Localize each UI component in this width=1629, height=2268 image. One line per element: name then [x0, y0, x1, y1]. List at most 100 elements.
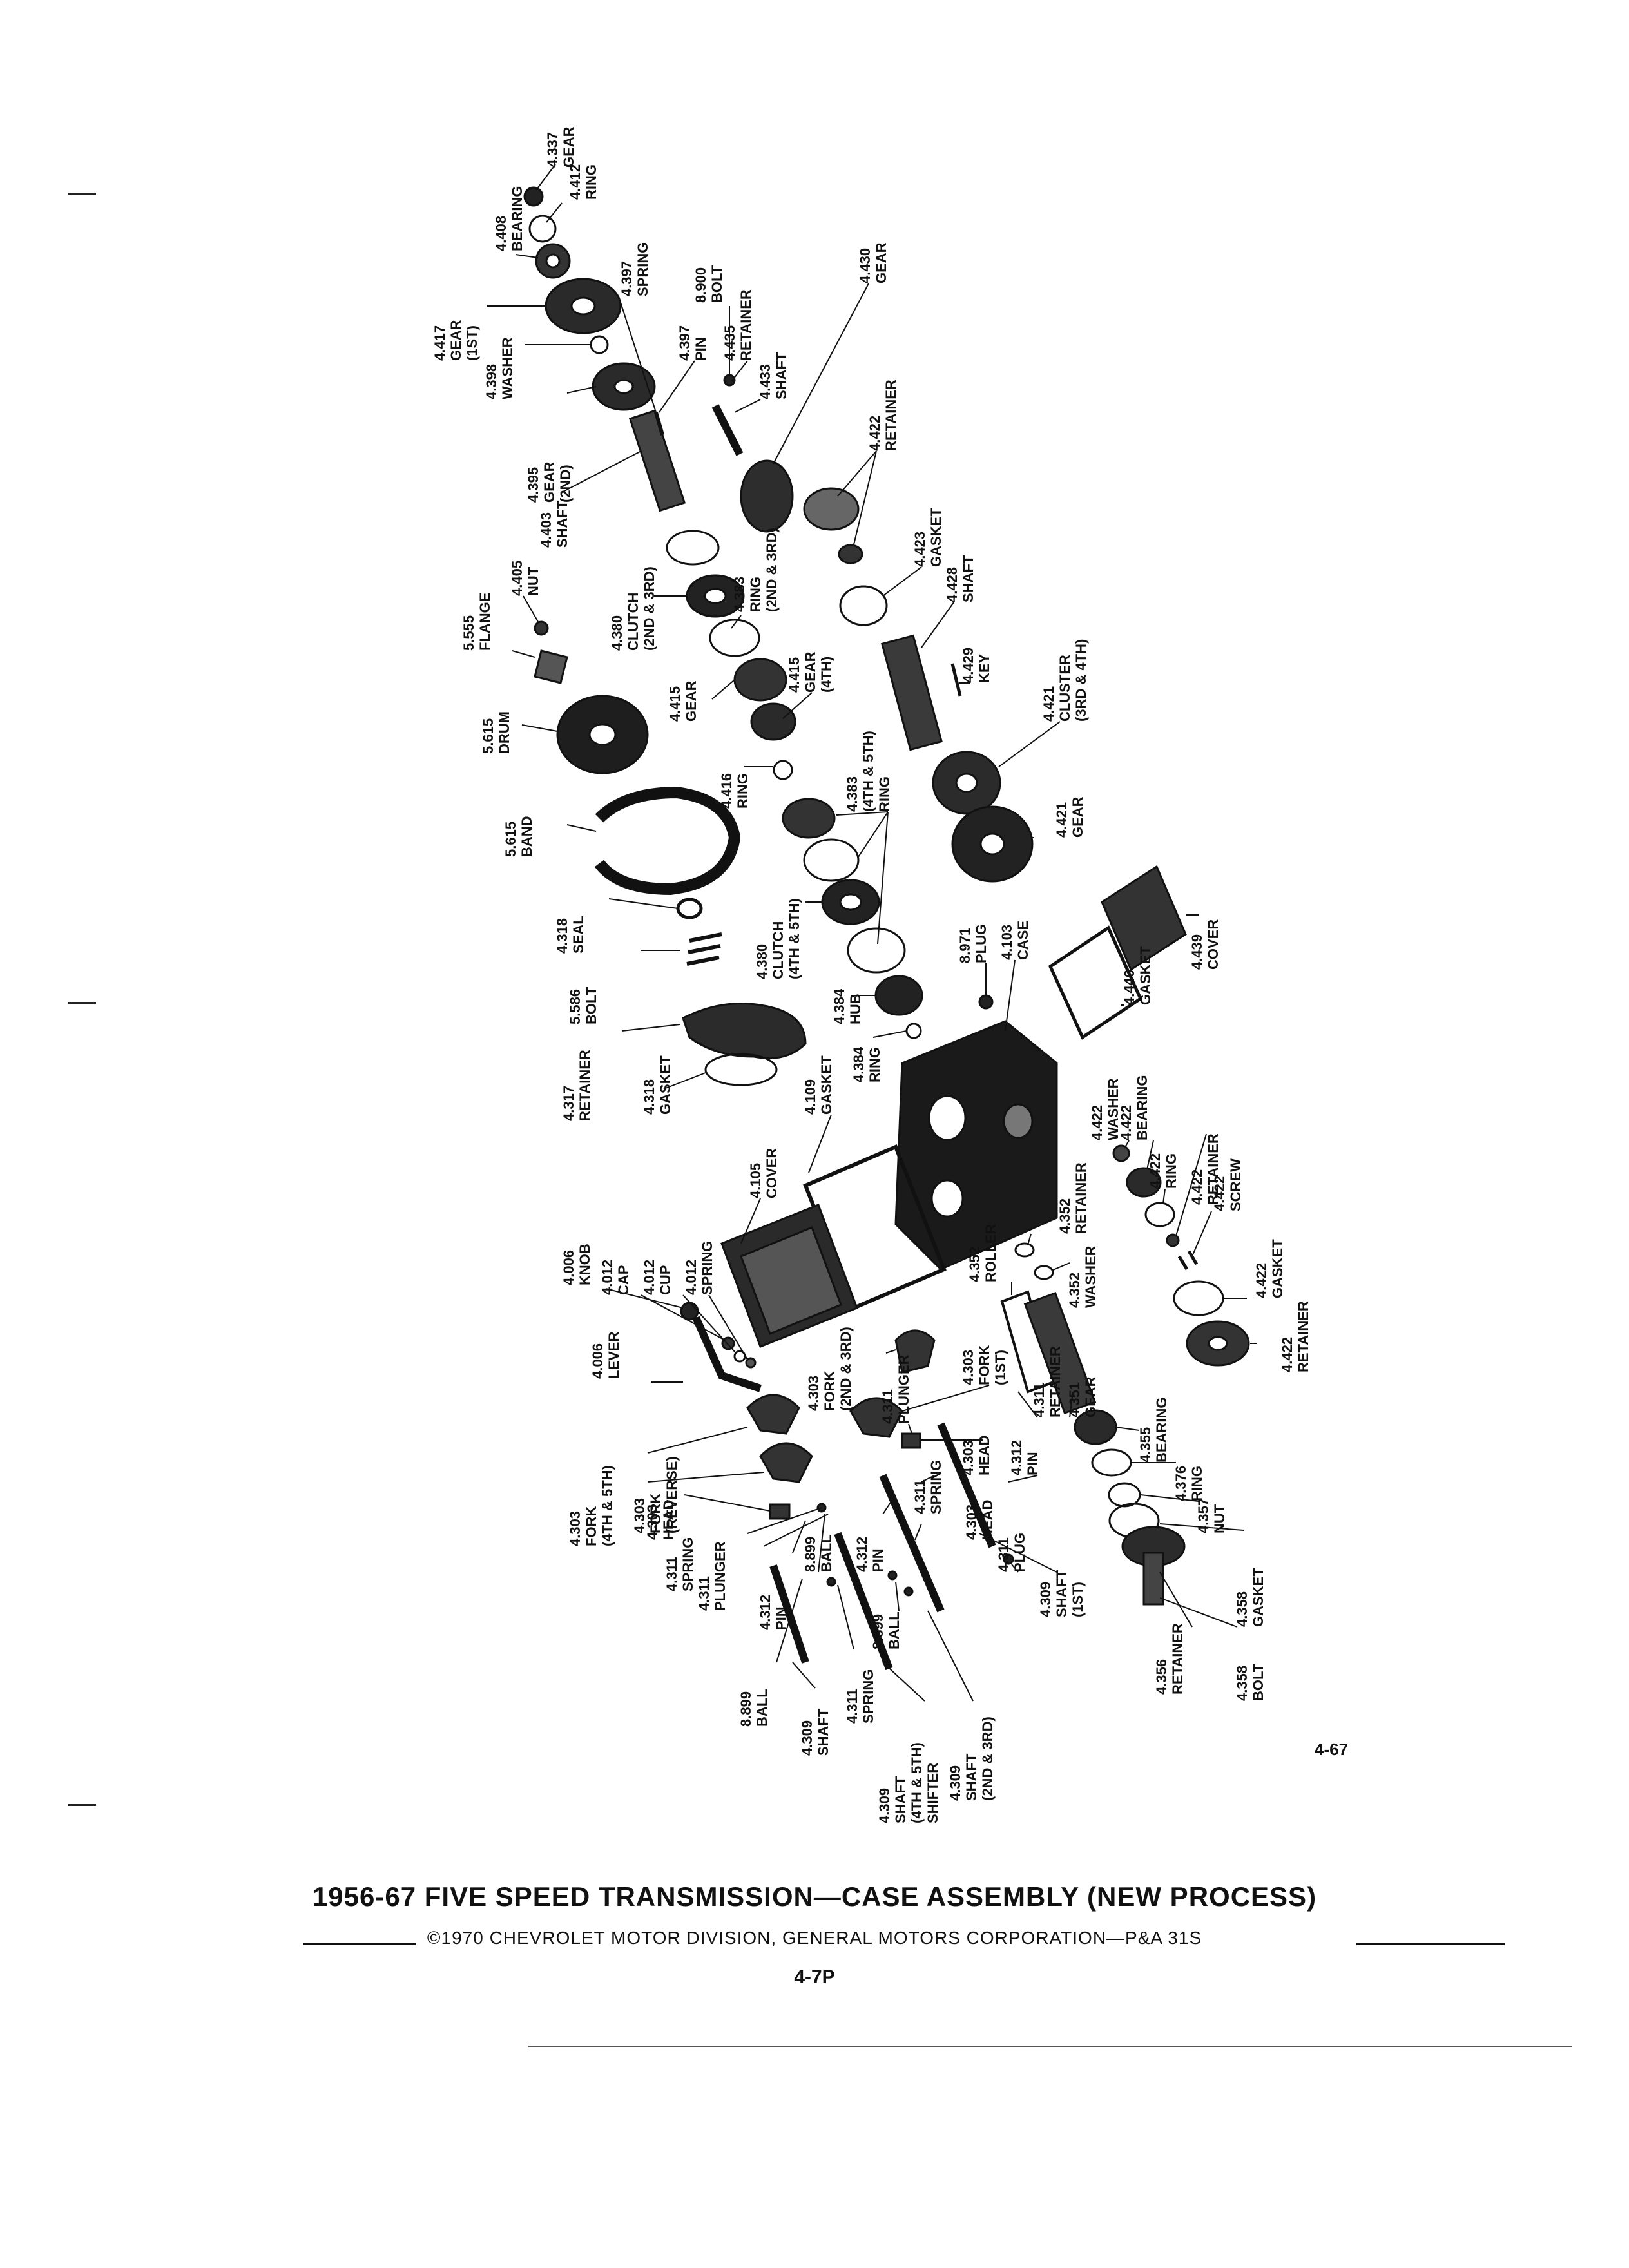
callout-line: 4.405: [509, 560, 525, 596]
retainer-4-352: [1014, 1242, 1035, 1258]
callout-line: 4.006: [561, 1249, 577, 1285]
callout-line: CLUTCH: [625, 592, 641, 651]
margin-mark: [68, 193, 96, 195]
callout-line: 4.352: [1066, 1272, 1083, 1308]
callout-line: RETAINER: [1295, 1301, 1311, 1372]
callout-line: 4.403: [538, 512, 554, 548]
callout-line: 4.416: [718, 773, 735, 809]
callout-line: PIN: [870, 1548, 886, 1572]
callout-line: DRUM: [496, 711, 512, 754]
bolt-5-586: [686, 932, 722, 966]
callout-line: SHAFT: [554, 500, 570, 548]
callout-line: SPRING: [635, 242, 651, 296]
lever-4-006: [692, 1316, 762, 1392]
gear-4-421: [951, 805, 1034, 883]
gasket-4-422: [1173, 1280, 1224, 1316]
callout-line: 4.357: [1195, 1497, 1211, 1533]
callout-line: GASKET: [1250, 1568, 1266, 1627]
callout-line: 4.352: [967, 1246, 983, 1282]
callout-line: 4.429: [960, 647, 976, 683]
callout-line: 4.417: [432, 325, 448, 361]
callout-line: PLUNGER: [712, 1541, 728, 1611]
fork-2nd-3rd: [894, 1329, 936, 1374]
callout-line: (4TH): [818, 656, 834, 693]
callout-line: HEAD: [976, 1435, 992, 1475]
ring-4th-5th: [782, 798, 836, 839]
callout-line: RETAINER: [1073, 1162, 1089, 1234]
callout-line: GEAR: [541, 461, 557, 503]
screw-4-422: [1177, 1250, 1199, 1271]
cover-4-439: [1101, 865, 1187, 972]
callout-line: PLUG: [973, 923, 989, 963]
callout-line: 4.312: [1008, 1439, 1025, 1475]
band-5-615: [594, 786, 741, 896]
callout-line: 4.433: [757, 363, 773, 399]
fork-1st: [849, 1397, 903, 1438]
balls-8-899: [816, 1503, 914, 1597]
gasket-4-423: [839, 585, 888, 626]
washer-4-352: [1034, 1265, 1054, 1280]
callout-line: 4.317: [561, 1085, 577, 1121]
callout-line: 4.422: [1253, 1262, 1269, 1298]
drum-5-615: [556, 695, 649, 774]
callout-line: 4.309: [799, 1720, 815, 1756]
callout-line: 8.899: [802, 1536, 818, 1572]
shaft-4-309: [769, 1564, 809, 1664]
callout-line: RING: [867, 1047, 883, 1082]
callout-line: NUT: [1211, 1504, 1228, 1533]
bottom-rule: [528, 2046, 1572, 2047]
callout-line: (1ST): [464, 325, 480, 361]
callout-line: 4.311: [844, 1689, 860, 1724]
callout-line: SHAFT: [963, 1753, 979, 1801]
callout-line: FORK: [976, 1345, 992, 1385]
callout-line: BAND: [519, 816, 535, 857]
callout-line: BALL: [754, 1689, 770, 1727]
callout-line: RING: [876, 776, 892, 812]
callout-line: SPRING: [680, 1537, 696, 1591]
cluster-3rd-4th: [932, 751, 1001, 815]
gear-4-430: [740, 459, 794, 533]
callout-line: GEAR: [561, 126, 577, 168]
fork-reverse: [759, 1442, 813, 1483]
pin-4-397: [654, 412, 664, 436]
nut-4-357: [1108, 1482, 1141, 1508]
key-4-429: [950, 663, 962, 697]
callout-line: 4.311: [664, 1557, 680, 1591]
callout-line: PLUNGER: [896, 1354, 912, 1424]
callout-line: 4.435: [722, 325, 738, 361]
callout-line: SCREW: [1228, 1158, 1244, 1211]
bearing-4-408: [535, 243, 571, 279]
callout-line: (2ND & 3RD): [764, 528, 780, 612]
callout-line: 4.311: [880, 1389, 896, 1424]
callout-line: SHAFT: [773, 352, 789, 399]
head-4-303-b: [901, 1432, 921, 1449]
retainer-4-356: [1121, 1526, 1186, 1606]
callout-line: 4.318: [554, 918, 570, 954]
callout-line: COVER: [1205, 919, 1221, 970]
callout-line: CASE: [1015, 920, 1031, 960]
rule-right: [1356, 1943, 1505, 1945]
callout-line: 4.423: [912, 531, 928, 567]
gasket-4-318: [704, 1053, 778, 1086]
